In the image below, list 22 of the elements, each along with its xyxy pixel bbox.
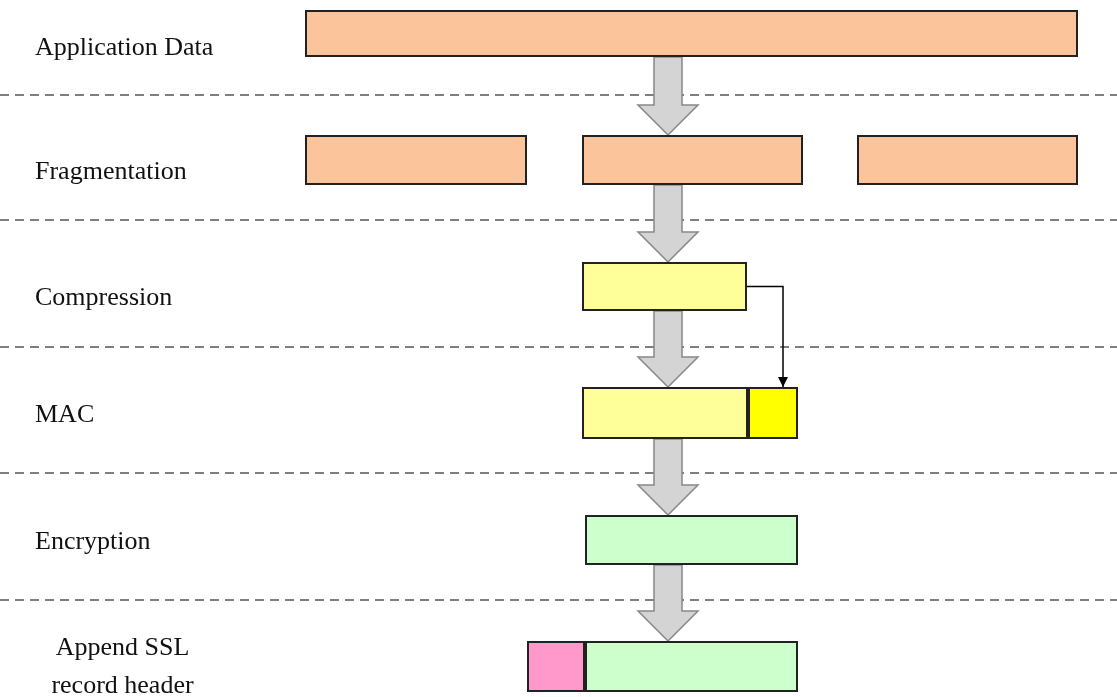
block-arrow [636, 310, 700, 389]
block-arrow [636, 564, 700, 643]
data-block [527, 641, 585, 692]
stage-label: Encryption [35, 525, 151, 557]
data-block [305, 135, 527, 185]
data-block [585, 515, 798, 565]
data-block [582, 262, 747, 311]
stage-label: Application Data [35, 31, 214, 63]
stage-label: MAC [35, 398, 95, 430]
data-block [857, 135, 1078, 185]
block-arrow [636, 184, 700, 264]
stage-label: Append SSL record header [50, 631, 195, 697]
data-block [582, 387, 748, 439]
stage-label: Compression [35, 281, 173, 313]
arrow [746, 285, 788, 388]
data-block [582, 135, 803, 185]
data-block [305, 10, 1078, 57]
stage-label: Fragmentation [35, 155, 187, 187]
data-block [748, 387, 798, 439]
data-block [585, 641, 798, 692]
block-arrow [636, 56, 700, 137]
block-arrow [636, 438, 700, 517]
